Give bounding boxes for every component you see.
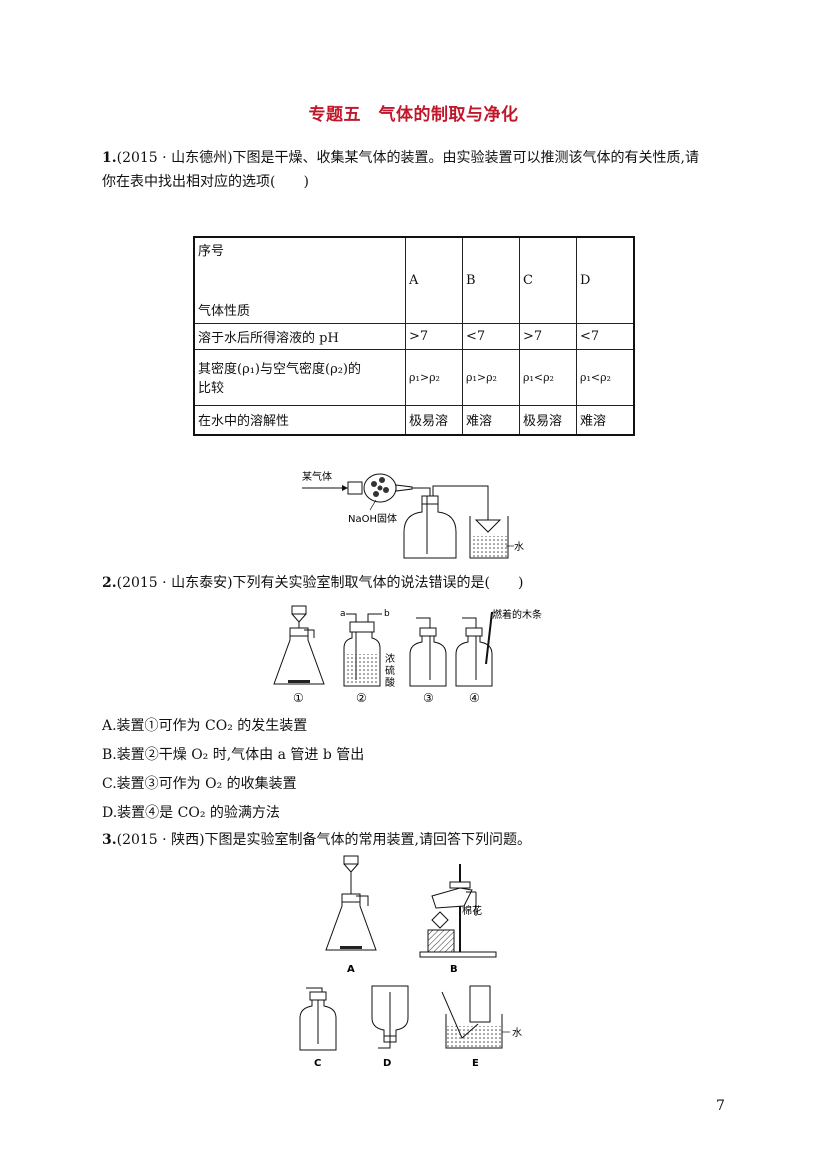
apparatus-d: D [371,985,409,1069]
water-label: 水 [512,1027,522,1039]
gas-properties-table: 序号 气体性质 A B C D 溶于水后所得溶液的 pH >7 <7 >7 <7… [193,236,635,436]
option-c: C.装置③可作为 O₂ 的收集装置 [102,776,297,792]
option-a: A.装置①可作为 CO₂ 的发生装置 [102,718,308,734]
solid-granule [383,487,389,493]
solid-granule [371,481,377,487]
apparatus-figure-q3: A 棉花 B C D 水 E [299,855,522,1069]
table-cell: ρ₁>ρ₂ [462,348,520,406]
tube-b-label: b [384,609,390,619]
acid-label-char: 酸 [385,676,395,689]
question-number: 3. [102,832,117,848]
table-cell: 极易溶 [519,404,577,436]
option-b: B.装置②干燥 O₂ 时,气体由 a 管进 b 管出 [102,747,365,763]
beaker [469,516,509,559]
question-1: 1.(2015 · 山东德州)下图是干燥、收集某气体的装置。由实验装置可以推测该… [102,146,732,194]
apparatus-b-label: B [450,964,458,975]
label-pointer [369,499,377,511]
apparatus-3: ③ [409,617,447,705]
table-cell: 难溶 [576,404,635,436]
question-3: 3.(2015 · 陕西)下图是实验室制备气体的常用装置,请回答下列问题。 [102,828,732,852]
table-row: 溶于水后所得溶液的 pH >7 <7 >7 <7 [193,322,635,350]
table-cell: 难溶 [462,404,520,436]
acid-label-char: 硫 [385,664,395,677]
bottle-stopper [421,495,439,505]
stopper [347,481,363,495]
outlet-tube [432,485,489,532]
row-label: 溶于水后所得溶液的 pH [193,322,406,350]
row-label-line2: 比较 [198,381,225,396]
row-label-line1: 其密度(ρ₁)与空气密度(ρ₂)的 [198,362,361,377]
solid-granule [373,491,379,497]
gas-label: 某气体 [302,470,332,483]
apparatus-c-label: C [314,1058,321,1069]
question-text: (2015 · 陕西)下图是实验室制备气体的常用装置,请回答下列问题。 [116,832,531,848]
apparatus-b: 棉花 B [419,864,497,975]
table-row: 其密度(ρ₁)与空气密度(ρ₂)的比较 ρ₁>ρ₂ ρ₁>ρ₂ ρ₁<ρ₂ ρ₁… [193,348,635,406]
gas-bottle [403,501,457,559]
header-d: D [576,236,635,324]
question-text-line1: (2015 · 山东德州)下图是干燥、收集某气体的装置。由实验装置可以推测该气体… [116,150,699,166]
apparatus-figure-q2: ① a b 浓 硫 酸 ② ③ 燃着的木条 ④ [273,605,542,705]
apparatus-d-label: D [383,1058,391,1069]
apparatus-e-label: E [472,1058,479,1069]
solid-granule [377,485,383,491]
header-a: A [405,236,463,324]
naoh-label: NaOH固体 [348,513,397,525]
beaker-water [471,536,507,557]
cotton-label: 棉花 [462,904,482,917]
question-text-line2: 你在表中找出相对应的选项( ) [102,174,309,190]
tube-a-label: a [340,609,346,619]
acid-label-char: 浓 [385,653,395,665]
table-cell: >7 [519,322,577,350]
row-label: 在水中的溶解性 [193,404,406,436]
apparatus-3-label: ③ [423,691,434,705]
burning-stick-label: 燃着的木条 [492,608,542,621]
table-cell: ρ₁>ρ₂ [405,348,463,406]
page-number: 7 [716,1098,725,1114]
apparatus-2-label: ② [356,691,367,705]
apparatus-1-label: ① [293,691,304,705]
question-number: 1. [102,150,117,166]
table-cell: >7 [405,322,463,350]
drying-collection-apparatus-figure: 某气体 NaOH固体 水 [302,470,524,559]
arrow-head-icon [342,485,348,491]
water-label: 水 [514,541,524,553]
question-number: 2. [102,575,117,591]
drying-tube-outlet [395,484,413,492]
corner-top-label: 序号 [198,244,225,259]
question-text: (2015 · 山东泰安)下列有关实验室制取气体的说法错误的是( ) [116,575,524,591]
inverted-funnel [474,519,502,533]
table-row: 在水中的溶解性 极易溶 难溶 极易溶 难溶 [193,404,635,436]
table-cell: <7 [462,322,520,350]
table-corner-cell: 序号 气体性质 [193,236,406,324]
corner-bottom-label: 气体性质 [198,303,251,319]
table-cell: 极易溶 [405,404,463,436]
apparatus-1: ① [273,605,325,705]
table-cell: <7 [576,322,635,350]
header-c: C [519,236,577,324]
acid-label: 浓 硫 酸 [385,653,398,689]
table-cell: ρ₁<ρ₂ [576,348,635,406]
apparatus-a-label: A [347,964,355,975]
apparatus-4-label: ④ [469,691,480,705]
apparatus-a: A [325,855,377,975]
header-b: B [462,236,520,324]
page-title: 专题五 气体的制取与净化 [308,105,519,125]
row-label: 其密度(ρ₁)与空气密度(ρ₂)的比较 [193,348,406,406]
option-d: D.装置④是 CO₂ 的验满方法 [102,805,280,821]
table-cell: ρ₁<ρ₂ [519,348,577,406]
apparatus-e: 水 E [441,985,522,1069]
apparatus-2: a b 浓 硫 酸 ② [340,609,398,705]
apparatus-c: C [299,987,337,1069]
apparatus-4: 燃着的木条 ④ [455,608,542,705]
question-2: 2.(2015 · 山东泰安)下列有关实验室制取气体的说法错误的是( ) [102,571,732,595]
solid-granule [379,477,385,483]
